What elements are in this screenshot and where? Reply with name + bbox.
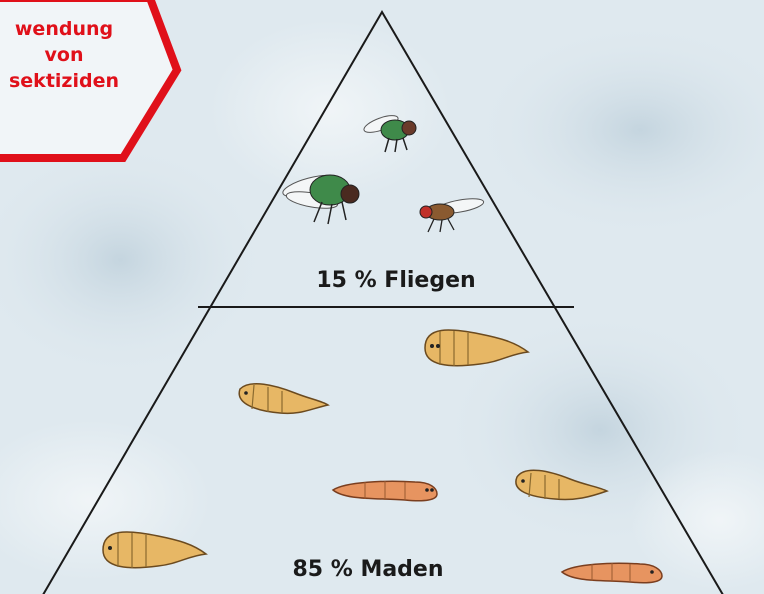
- maggot-icon: [425, 330, 528, 366]
- maggot-icon: [562, 563, 662, 583]
- callout-text: wendung von sektiziden: [0, 16, 134, 94]
- maggot-icon: [239, 384, 328, 414]
- maggot-icon: [333, 481, 437, 501]
- maggots-label: 85 % Maden: [268, 557, 468, 582]
- fly-icon: [362, 112, 416, 152]
- fly-icon: [420, 196, 485, 232]
- callout-line: von: [0, 42, 134, 68]
- maggot-icon: [103, 532, 206, 568]
- callout-line: wendung: [0, 16, 134, 42]
- callout-line: sektiziden: [0, 68, 134, 94]
- maggot-icon: [516, 470, 607, 499]
- flies-label: 15 % Fliegen: [296, 268, 496, 293]
- fly-icon: [281, 171, 359, 224]
